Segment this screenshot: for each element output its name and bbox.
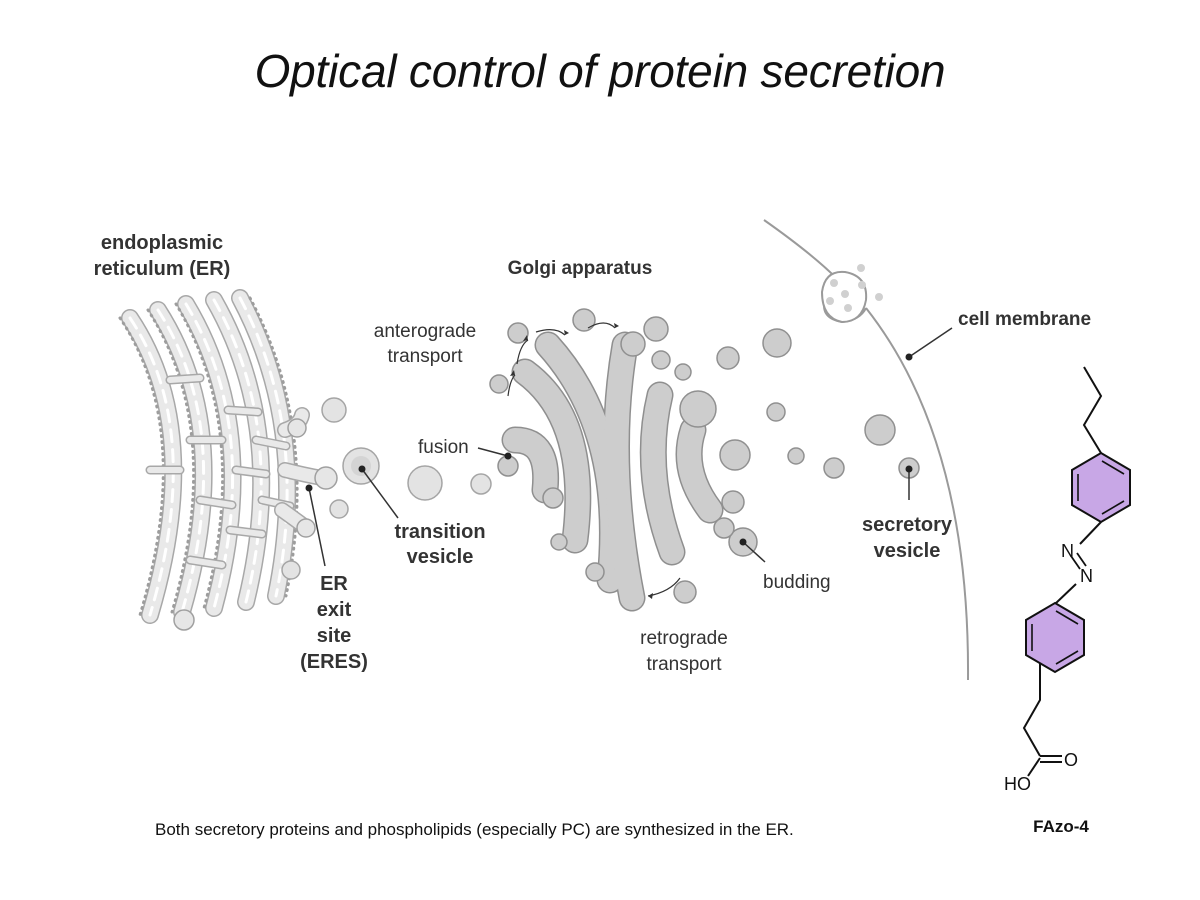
label-golgi: Golgi apparatus	[508, 258, 653, 279]
label-retrograde-line1: retrograde	[640, 628, 728, 649]
label-retrograde-line2: transport	[647, 654, 723, 675]
golgi-apparatus	[501, 331, 724, 612]
label-anterograde-line2: transport	[388, 346, 464, 367]
caption: Both secretory proteins and phospholipid…	[155, 820, 794, 839]
endoplasmic-reticulum	[118, 289, 330, 624]
label-transition-vesicle-line2: vesicle	[407, 546, 474, 568]
label-secretory-vesicle-line1: secretory	[862, 514, 953, 536]
exocytosis-vesicle	[820, 264, 883, 324]
label-er-line1: endoplasmic	[101, 232, 223, 254]
label-anterograde-line1: anterograde	[374, 321, 476, 342]
phenyl-ring-upper	[1071, 451, 1131, 524]
label-eres-line2: exit	[317, 599, 352, 621]
label-eres-line3: site	[317, 625, 351, 647]
label-eres-line4: (ERES)	[300, 651, 368, 673]
label-cell-membrane: cell membrane	[958, 309, 1091, 330]
label-fusion: fusion	[418, 437, 469, 458]
transition-vesicles	[281, 397, 492, 580]
label-transition-vesicle-line1: transition	[394, 521, 485, 543]
arrowheads	[510, 323, 653, 599]
label-er-line2: reticulum (ER)	[94, 258, 231, 280]
atom-n1: N	[1061, 541, 1074, 561]
label-eres-line1: ER	[320, 573, 348, 595]
phenyl-ring-lower	[1025, 601, 1085, 674]
molecule-name: FAzo-4	[1033, 817, 1089, 836]
atom-ho: HO	[1004, 774, 1031, 794]
atom-n2: N	[1080, 566, 1093, 586]
atom-o: O	[1064, 750, 1078, 770]
leader-dots	[305, 353, 913, 546]
leader-lines	[308, 327, 953, 567]
fazo4-structure: O HO N N FAzo-4	[1004, 366, 1131, 836]
golgi-vesicles	[489, 308, 920, 604]
page-title: Optical control of protein secretion	[254, 45, 946, 97]
label-secretory-vesicle-line2: vesicle	[874, 540, 941, 562]
label-budding: budding	[763, 572, 831, 593]
eres-buds	[173, 418, 338, 631]
